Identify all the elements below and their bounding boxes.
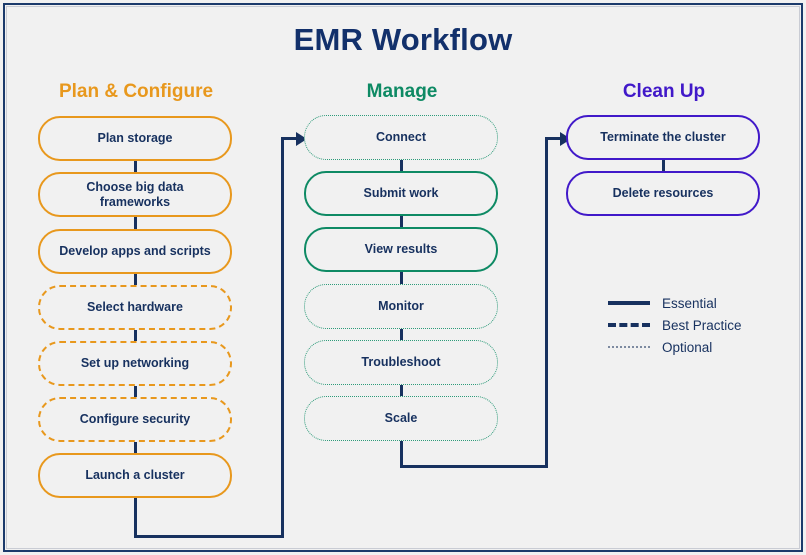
connector-manage-2 bbox=[400, 215, 403, 229]
connector-manage-4 bbox=[400, 328, 403, 342]
connector-plan-4 bbox=[134, 329, 137, 343]
legend-item-essential: Essential bbox=[608, 292, 778, 314]
legend-item-optional: Optional bbox=[608, 336, 778, 358]
connector-plan-to-manage-right bbox=[134, 535, 284, 538]
connector-manage-to-clean-into bbox=[545, 137, 562, 140]
connector-manage-to-clean-right bbox=[400, 465, 548, 468]
node-submit-work[interactable]: Submit work bbox=[304, 171, 498, 216]
connector-manage-to-clean-up bbox=[545, 139, 548, 468]
connector-plan-2 bbox=[134, 216, 137, 230]
legend-label-optional: Optional bbox=[662, 339, 713, 355]
connector-plan-to-manage-down bbox=[134, 497, 137, 538]
connector-manage-1 bbox=[400, 159, 403, 173]
connector-plan-to-manage-up bbox=[281, 139, 284, 538]
node-monitor[interactable]: Monitor bbox=[304, 284, 498, 329]
node-scale[interactable]: Scale bbox=[304, 396, 498, 441]
node-select-hardware[interactable]: Select hardware bbox=[38, 285, 232, 330]
column-heading-manage: Manage bbox=[366, 81, 438, 102]
arrow-into-terminate-icon bbox=[560, 132, 571, 146]
legend-label-essential: Essential bbox=[662, 295, 717, 311]
node-set-up-networking[interactable]: Set up networking bbox=[38, 341, 232, 386]
node-view-results[interactable]: View results bbox=[304, 227, 498, 272]
legend-item-best-practice: Best Practice bbox=[608, 314, 778, 336]
connector-plan-1 bbox=[134, 160, 137, 174]
legend-swatch-essential-icon bbox=[608, 296, 650, 310]
connector-plan-6 bbox=[134, 441, 137, 455]
column-heading-clean-up: Clean Up bbox=[622, 81, 706, 102]
connector-clean-1 bbox=[662, 159, 665, 173]
page-title: EMR Workflow bbox=[293, 22, 513, 57]
node-connect[interactable]: Connect bbox=[304, 115, 498, 160]
connector-manage-3 bbox=[400, 271, 403, 285]
node-launch-a-cluster[interactable]: Launch a cluster bbox=[38, 453, 232, 498]
legend-swatch-optional-icon bbox=[608, 340, 650, 354]
node-develop-apps-and-scripts[interactable]: Develop apps and scripts bbox=[38, 229, 232, 274]
arrow-into-connect-icon bbox=[296, 132, 307, 146]
connector-plan-to-manage-into bbox=[281, 137, 298, 140]
connector-manage-5 bbox=[400, 384, 403, 398]
legend-label-best-practice: Best Practice bbox=[662, 317, 742, 333]
legend-swatch-best-practice-icon bbox=[608, 318, 650, 332]
connector-plan-5 bbox=[134, 385, 137, 399]
connector-plan-3 bbox=[134, 273, 137, 287]
node-delete-resources[interactable]: Delete resources bbox=[566, 171, 760, 216]
node-choose-big-data-frameworks[interactable]: Choose big data frameworks bbox=[38, 172, 232, 217]
node-terminate-the-cluster[interactable]: Terminate the cluster bbox=[566, 115, 760, 160]
connector-manage-to-clean-down bbox=[400, 440, 403, 468]
node-plan-storage[interactable]: Plan storage bbox=[38, 116, 232, 161]
column-heading-plan-configure: Plan & Configure bbox=[58, 81, 214, 102]
node-configure-security[interactable]: Configure security bbox=[38, 397, 232, 442]
legend: Essential Best Practice Optional bbox=[608, 292, 778, 358]
node-troubleshoot[interactable]: Troubleshoot bbox=[304, 340, 498, 385]
